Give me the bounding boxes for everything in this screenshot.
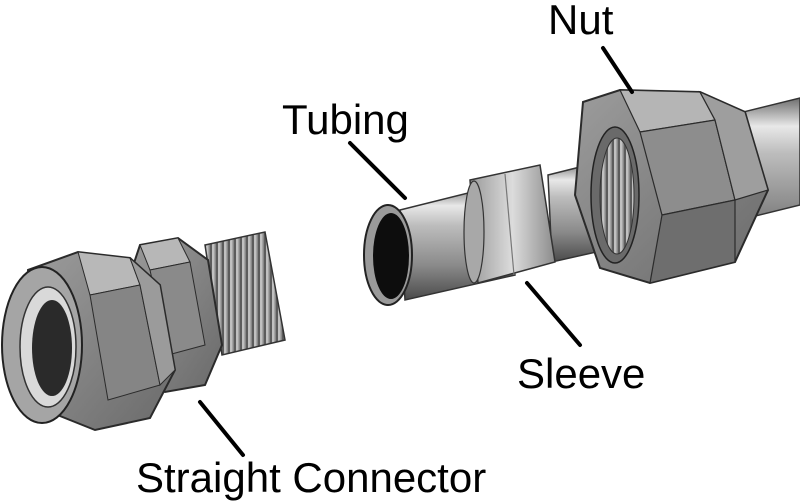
nut-leader-line [601, 46, 634, 94]
sleeve-leader-line [525, 281, 582, 347]
label-straight-connector: Straight Connector [136, 454, 486, 501]
tube-bore [373, 213, 409, 299]
label-tubing: Tubing [282, 96, 409, 143]
label-nut: Nut [548, 0, 614, 43]
label-sleeve: Sleeve [517, 350, 645, 397]
sleeve [463, 164, 556, 284]
connector-leader-line [198, 400, 245, 457]
straight-connector [1, 231, 286, 432]
tubing-leader-line [348, 141, 407, 200]
connector-bore [32, 300, 72, 396]
nut [573, 88, 770, 285]
